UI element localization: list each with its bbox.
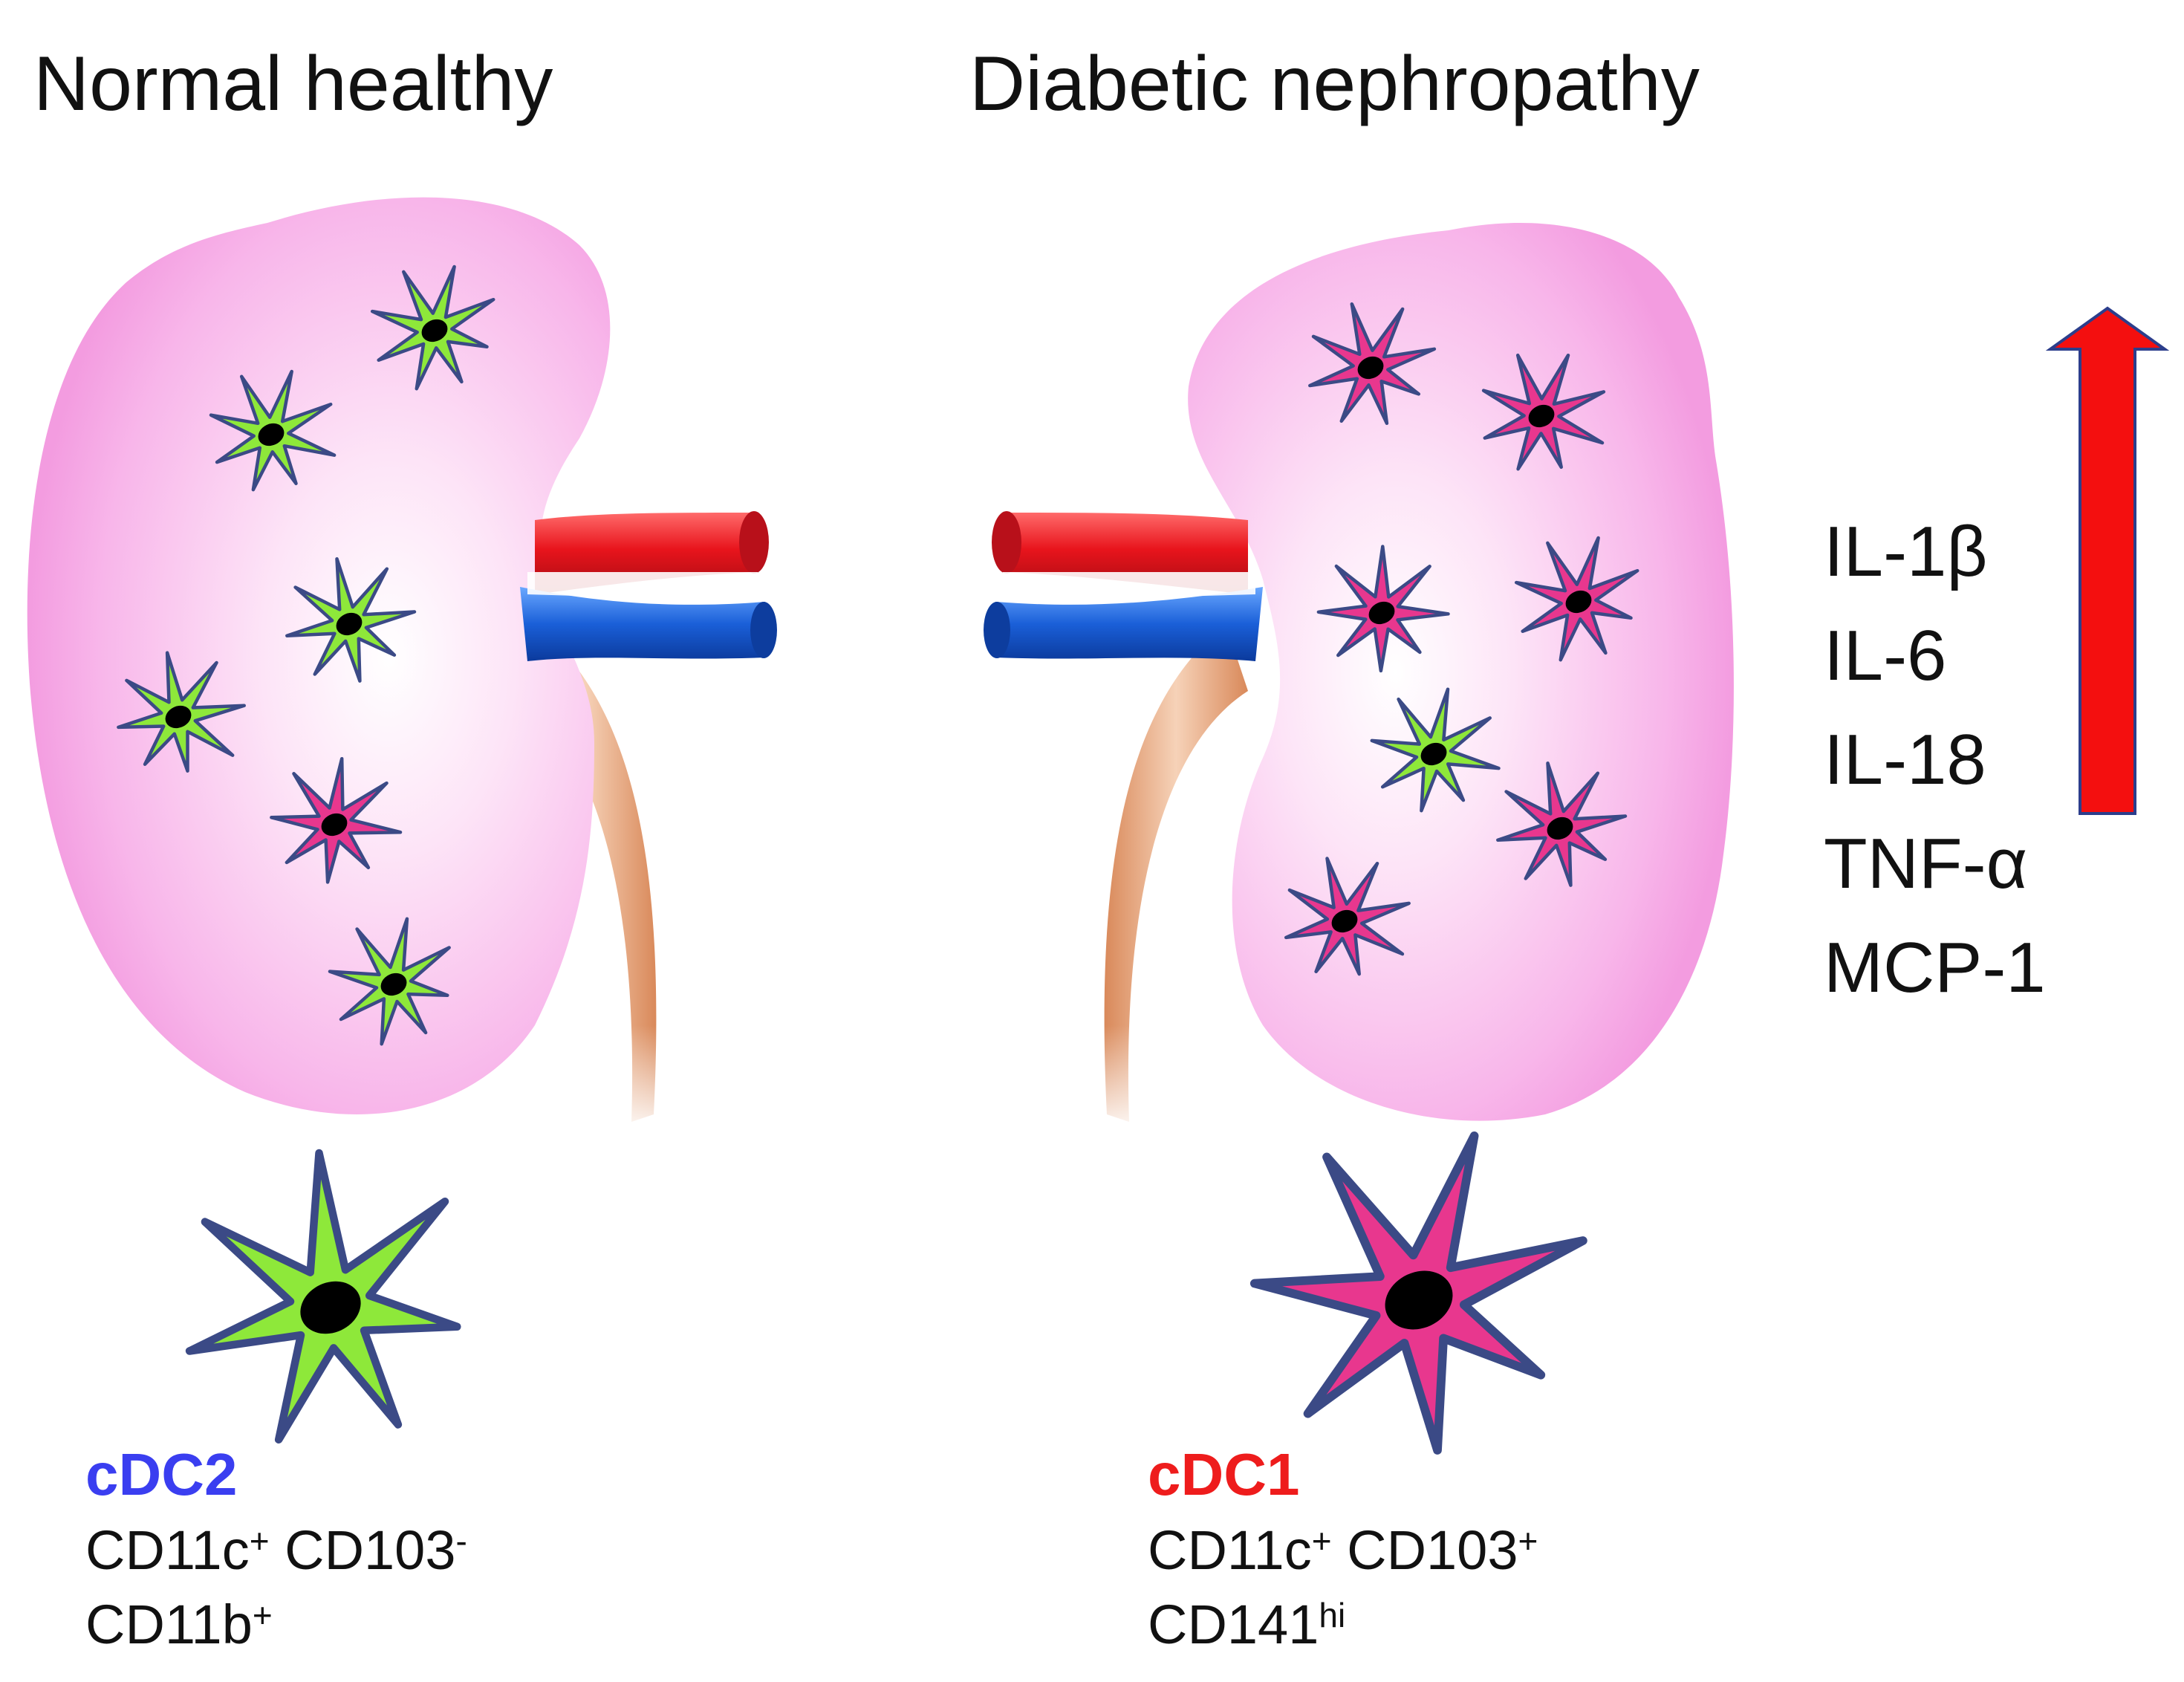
cytokine-list: IL-1β IL-6 IL-18 TNF-α MCP-1 [1824,512,2046,1007]
cytokine-il1b: IL-1β [1824,512,1988,591]
cytokine-il6: IL-6 [1824,616,1946,695]
cell-nucleus [1331,909,1358,933]
cell-nucleus [336,612,363,636]
marker-text: CD11c [1148,1519,1312,1581]
dendritic-cell-icon [270,756,403,884]
cytokine-mcp1: MCP-1 [1824,928,2046,1007]
cdc2-label: cDC2 [85,1441,238,1507]
cell-nucleus [1528,404,1555,428]
dendritic-cell-icon [1481,353,1606,471]
marker-superscript: + [1518,1522,1538,1560]
left-kidney-icon [27,197,777,1137]
dendritic-cell-icon [117,651,246,773]
right-kidney-body [1188,223,1734,1121]
dendritic-cell-icon [1370,687,1501,813]
cell-nucleus [300,1281,361,1334]
marker-superscript: + [1312,1522,1332,1560]
marker-superscript: hi [1319,1596,1345,1634]
dendritic-cell-icon [328,917,451,1046]
right-kidney-icon [984,223,1734,1137]
marker-text: CD141 [1148,1594,1319,1655]
left-vein [520,587,765,661]
cell-nucleus [1547,816,1573,840]
cell-nucleus [321,813,348,837]
dendritic-cell-icon [1496,761,1628,887]
left-kidney-body [27,197,611,1114]
marker-text: CD103 [270,1519,456,1581]
dendritic-cell-icon [285,556,417,683]
cell-nucleus [165,705,192,729]
right-panel-title: Diabetic nephropathy [969,41,1700,127]
dendritic-cells [117,264,1639,1455]
cell-nucleus [1385,1270,1453,1330]
marker-superscript: - [455,1522,467,1560]
cytokine-il18: IL-18 [1824,720,1986,799]
cell-nucleus [1357,356,1384,380]
marker-text: CD11c [85,1519,250,1581]
dendritic-cell-icon [209,369,337,492]
marker-text: CD103 [1332,1519,1518,1581]
left-panel-title: Normal healthy [33,41,553,127]
marker-superscript: + [250,1522,270,1560]
cell-nucleus [421,319,448,342]
cdc2-markers-line2: CD11b+ [85,1594,273,1655]
cytokine-tnfa: TNF-α [1824,824,2027,903]
cdc1-markers-line2: CD141hi [1148,1594,1345,1655]
up-arrow-icon [2045,306,2170,815]
dendritic-cell-icon [1316,545,1450,673]
dendritic-cell-icon [1284,857,1411,976]
cell-nucleus [1368,601,1395,625]
marker-superscript: + [253,1596,273,1634]
marker-text: CD11b [85,1594,253,1655]
cell-nucleus [380,972,407,996]
cell-nucleus [1420,742,1447,766]
dendritic-cell-icon [1249,1131,1587,1455]
dendritic-cell-icon [370,264,495,391]
right-vein [995,587,1263,661]
dendritic-cell-icon [185,1149,461,1444]
cdc2-markers-line1: CD11c+ CD103- [85,1519,467,1581]
cell-nucleus [1565,590,1592,614]
dendritic-cell-icon [1308,302,1437,426]
cdc1-label: cDC1 [1148,1441,1300,1507]
cdc1-markers-line1: CD11c+ CD103+ [1148,1519,1538,1581]
dendritic-cell-icon [1514,536,1639,662]
cell-nucleus [258,423,285,447]
